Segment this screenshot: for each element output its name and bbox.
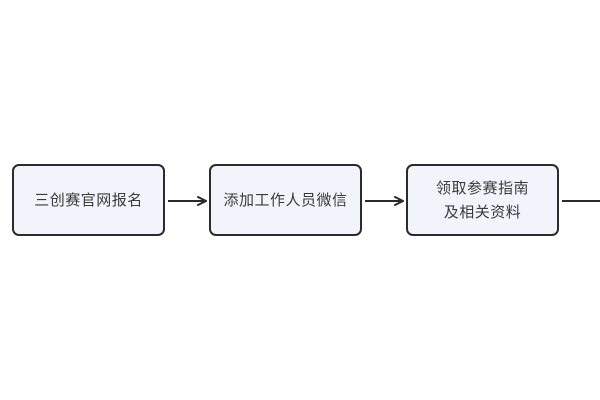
flow-step-add-wechat-text: 添加工作人员微信: [223, 188, 347, 212]
flow-step-add-wechat-line-1: 添加工作人员微信: [223, 191, 348, 209]
flow-step-register: 三创赛官网报名: [12, 164, 165, 236]
flow-step-get-guide-line-1: 领取参赛指南: [435, 179, 529, 197]
flow-step-get-guide-text: 领取参赛指南 及相关资料: [436, 176, 529, 224]
flow-step-get-guide-line-2: 及相关资料: [443, 203, 522, 221]
flow-step-add-wechat: 添加工作人员微信: [209, 164, 362, 236]
flow-step-get-guide: 领取参赛指南 及相关资料: [406, 164, 559, 236]
flow-step-register-text: 三创赛官网报名: [34, 188, 143, 212]
flow-step-register-line-1: 三创赛官网报名: [34, 191, 143, 209]
